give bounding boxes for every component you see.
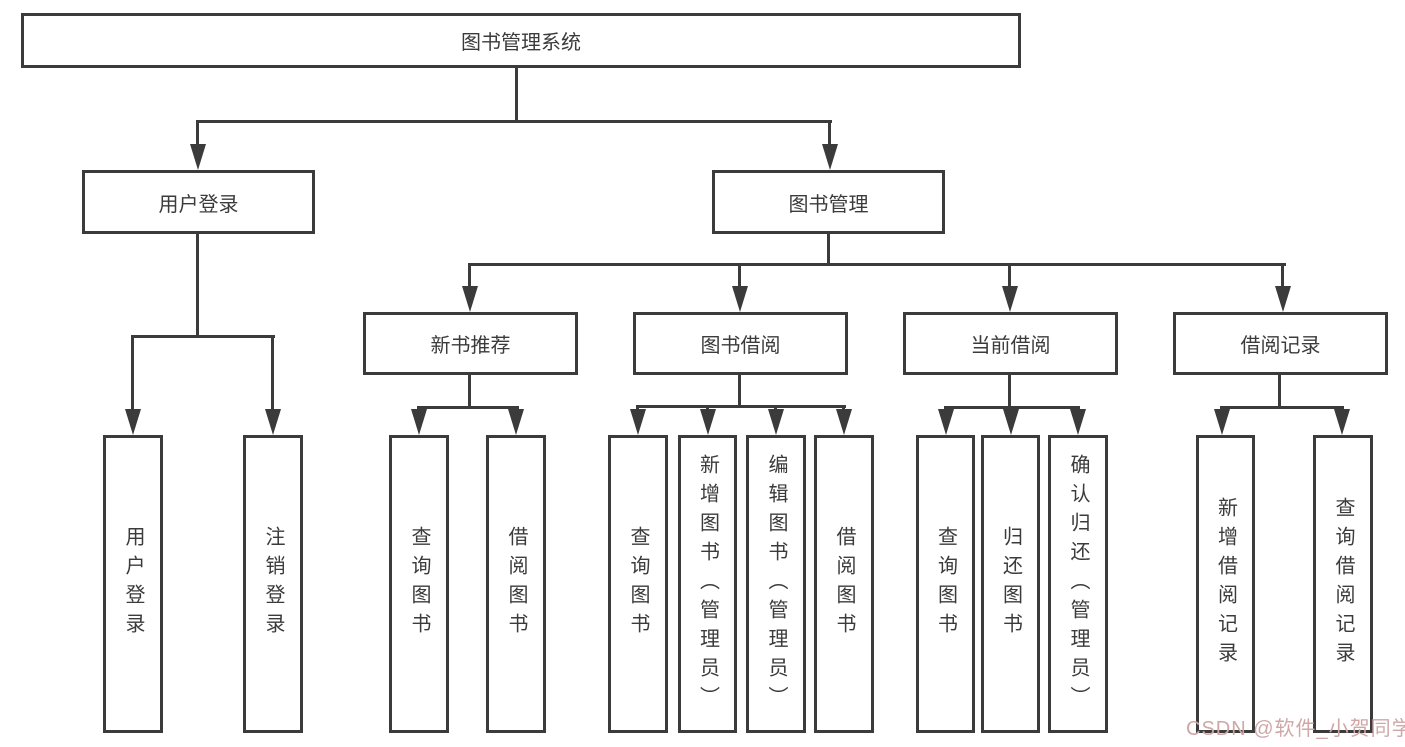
connector-vline: [515, 68, 518, 120]
node-label: 新书推荐: [430, 335, 511, 357]
leaf-borrow-books-recommend: 借阅图书: [486, 435, 546, 733]
arrowhead-down-icon: [1214, 409, 1230, 435]
leaf-label: 编辑图书（管理员）: [765, 453, 787, 715]
arrow-stem: [131, 335, 134, 411]
arrowhead-down-icon: [732, 286, 748, 312]
leaf-label: 查询图书: [408, 526, 430, 642]
leaf-confirm-return-admin: 确认归还（管理员）: [1048, 435, 1108, 733]
connector-hline: [1220, 406, 1344, 409]
arrowhead-down-icon: [768, 409, 784, 435]
leaf-label: 新增图书（管理员）: [696, 453, 719, 715]
leaf-borrow-books-borrowing: 借阅图书: [814, 435, 874, 733]
arrowhead-down-icon: [462, 286, 478, 312]
leaf-label: 用户登录: [122, 526, 144, 642]
leaf-user-login: 用户登录: [103, 435, 163, 733]
node-book-borrowing: 图书借阅: [633, 312, 848, 375]
node-book-management: 图书管理: [712, 170, 945, 234]
node-library-management-system: 图书管理系统: [21, 13, 1021, 68]
leaf-logout: 注销登录: [243, 435, 303, 733]
connector-vline: [1008, 375, 1011, 409]
connector-vline: [468, 375, 471, 409]
leaf-query-books-borrowing: 查询图书: [608, 435, 668, 733]
arrowhead-down-icon: [700, 409, 716, 435]
arrowhead-down-icon: [190, 144, 206, 170]
arrow-stem: [468, 263, 471, 289]
csdn-watermark: CSDN @软件_小贺同学: [1186, 718, 1405, 740]
arrowhead-down-icon: [1070, 409, 1086, 435]
leaf-label: 借阅图书: [833, 526, 855, 642]
leaf-label: 查询借阅记录: [1332, 497, 1354, 671]
arrowhead-down-icon: [1275, 286, 1291, 312]
arrow-stem: [738, 263, 741, 289]
connector-hline: [944, 406, 1080, 409]
connector-hline: [196, 120, 832, 123]
arrowhead-down-icon: [411, 409, 427, 435]
connector-vline: [196, 232, 199, 337]
arrow-stem: [828, 120, 831, 146]
connector-vline: [1278, 375, 1281, 409]
node-label: 图书管理系统: [461, 32, 581, 54]
arrowhead-down-icon: [265, 409, 281, 435]
leaf-return-books: 归还图书: [981, 435, 1040, 733]
leaf-edit-books-admin: 编辑图书（管理员）: [746, 435, 806, 733]
connector-hline: [636, 405, 846, 408]
connector-hline: [468, 263, 1286, 266]
node-current-borrowing: 当前借阅: [903, 312, 1118, 375]
arrowhead-down-icon: [822, 144, 838, 170]
connector-vline: [738, 375, 741, 408]
connector-hline: [131, 335, 275, 338]
node-user-login: 用户登录: [82, 170, 315, 234]
arrowhead-down-icon: [630, 409, 646, 435]
arrowhead-down-icon: [1334, 409, 1350, 435]
arrow-stem: [1008, 263, 1011, 289]
arrow-stem: [1281, 263, 1284, 289]
connector-vline: [827, 232, 830, 265]
node-new-book-recommendation: 新书推荐: [363, 312, 578, 375]
node-label: 借阅记录: [1240, 335, 1321, 357]
node-label: 用户登录: [158, 193, 239, 216]
arrow-stem: [196, 120, 199, 146]
arrowhead-down-icon: [508, 409, 524, 435]
node-label: 图书借阅: [700, 335, 781, 357]
leaf-label: 归还图书: [999, 526, 1022, 642]
leaf-query-borrow-record: 查询借阅记录: [1313, 435, 1373, 733]
leaf-add-books-admin: 新增图书（管理员）: [678, 435, 737, 733]
leaf-add-borrow-record: 新增借阅记录: [1196, 435, 1255, 733]
arrowhead-down-icon: [1002, 286, 1018, 312]
leaf-query-books-current: 查询图书: [916, 435, 975, 733]
leaf-label: 查询图书: [934, 526, 957, 642]
arrowhead-down-icon: [836, 409, 852, 435]
leaf-query-books-recommend: 查询图书: [389, 435, 449, 733]
arrowhead-down-icon: [1003, 409, 1019, 435]
arrowhead-down-icon: [938, 409, 954, 435]
node-borrowing-records: 借阅记录: [1173, 312, 1388, 375]
node-label: 图书管理: [788, 193, 869, 216]
leaf-label: 借阅图书: [505, 526, 527, 642]
connector-hline: [417, 406, 519, 409]
leaf-label: 查询图书: [627, 526, 649, 642]
arrowhead-down-icon: [125, 409, 141, 435]
node-label: 当前借阅: [970, 335, 1051, 357]
leaf-label: 确认归还（管理员）: [1067, 453, 1089, 715]
arrow-stem: [271, 335, 274, 411]
leaf-label: 新增借阅记录: [1214, 497, 1237, 671]
leaf-label: 注销登录: [262, 526, 284, 642]
